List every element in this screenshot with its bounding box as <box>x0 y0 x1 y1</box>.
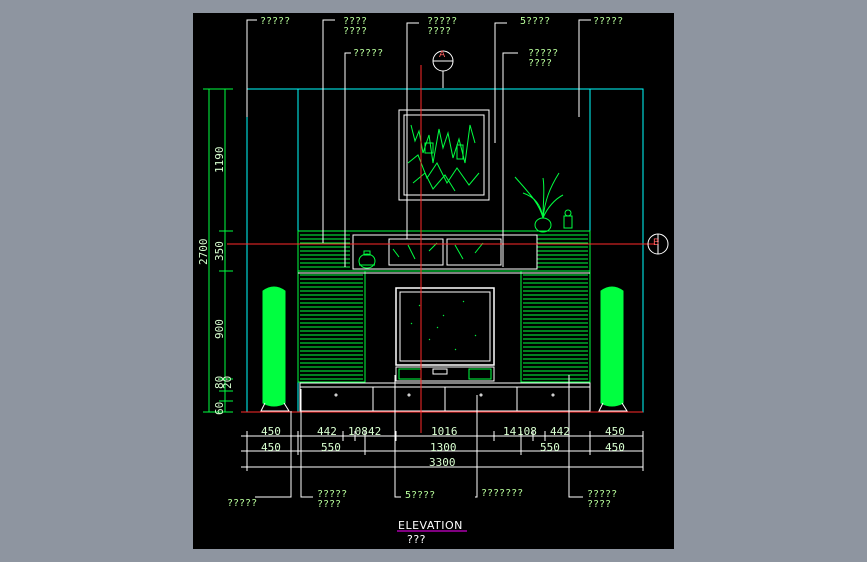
drawing-subtitle: ??? <box>407 533 427 546</box>
left-speaker <box>260 286 290 412</box>
dim-row1-7: 442 <box>550 425 570 438</box>
dim-vertical-4: 20 <box>221 375 234 389</box>
dim-vertical-0: 1190 <box>213 146 226 174</box>
left-cabinet <box>297 270 366 383</box>
dim-row1-5: 14 <box>503 425 517 438</box>
callout-mid-left: ????? <box>353 48 384 59</box>
callout-bottom-left: ????? ???? <box>317 489 348 510</box>
dim-row1-4: 1016 <box>431 425 458 438</box>
upper-shelf <box>297 230 591 272</box>
shelf-vase <box>358 250 376 269</box>
dim-row2-2: 1300 <box>430 441 457 454</box>
wall-painting <box>398 109 490 201</box>
section-label-a: A <box>439 50 446 60</box>
callout-top-center: ????? ???? <box>427 16 458 37</box>
callout-top-left: ????? <box>260 16 291 27</box>
leader-lines-top <box>246 19 591 267</box>
dim-row2-4: 450 <box>605 441 625 454</box>
drawing-title: ELEVATION <box>398 519 463 532</box>
right-speaker <box>598 286 628 412</box>
section-label-b: B <box>653 238 660 248</box>
right-cabinet <box>520 270 591 383</box>
dim-vertical-5: 60 <box>213 401 226 415</box>
callout-top-mid-left: ???? ???? <box>343 16 368 37</box>
television <box>395 287 495 382</box>
vertical-dimension-lines <box>203 88 233 413</box>
dim-vertical-2: 900 <box>213 319 226 339</box>
section-marker-b <box>647 233 669 255</box>
dim-row2-0: 450 <box>261 441 281 454</box>
potted-plant <box>514 172 564 233</box>
upper-shelf-slats <box>300 234 588 268</box>
base-cabinet <box>299 382 591 412</box>
section-marker-a <box>432 50 454 88</box>
dim-row1-3: 42 <box>368 425 382 438</box>
dim-row1-0: 450 <box>261 425 281 438</box>
callout-bottom-right: ????? ???? <box>587 489 618 510</box>
callout-bottom-center: 5???? <box>405 490 436 501</box>
drawing-sheet: ????? ???? ???? ????? ????? ???? 5???? ?… <box>193 13 674 549</box>
elevation-drawing <box>203 19 669 532</box>
callout-bottom-far-left: ????? <box>227 498 258 509</box>
horizontal-dimension-lines <box>241 431 644 471</box>
dim-vertical-total: 2700 <box>197 238 210 266</box>
dim-row1-1: 442 <box>317 425 337 438</box>
leader-lines-bottom <box>255 375 583 498</box>
callout-mid-right: ????? ???? <box>528 48 559 69</box>
dim-row1-6: 108 <box>517 425 537 438</box>
figurine <box>563 209 573 229</box>
dim-vertical-1: 350 <box>213 241 226 261</box>
dim-row2-3: 550 <box>540 441 560 454</box>
callout-bottom-mid-right: ??????? <box>481 488 524 499</box>
dim-total: 3300 <box>429 456 456 469</box>
callout-top-right: ????? <box>593 16 624 27</box>
callout-top-mid-right: 5???? <box>520 16 551 27</box>
dim-row1-8: 450 <box>605 425 625 438</box>
dim-row2-1: 550 <box>321 441 341 454</box>
dim-row1-2: 108 <box>348 425 368 438</box>
